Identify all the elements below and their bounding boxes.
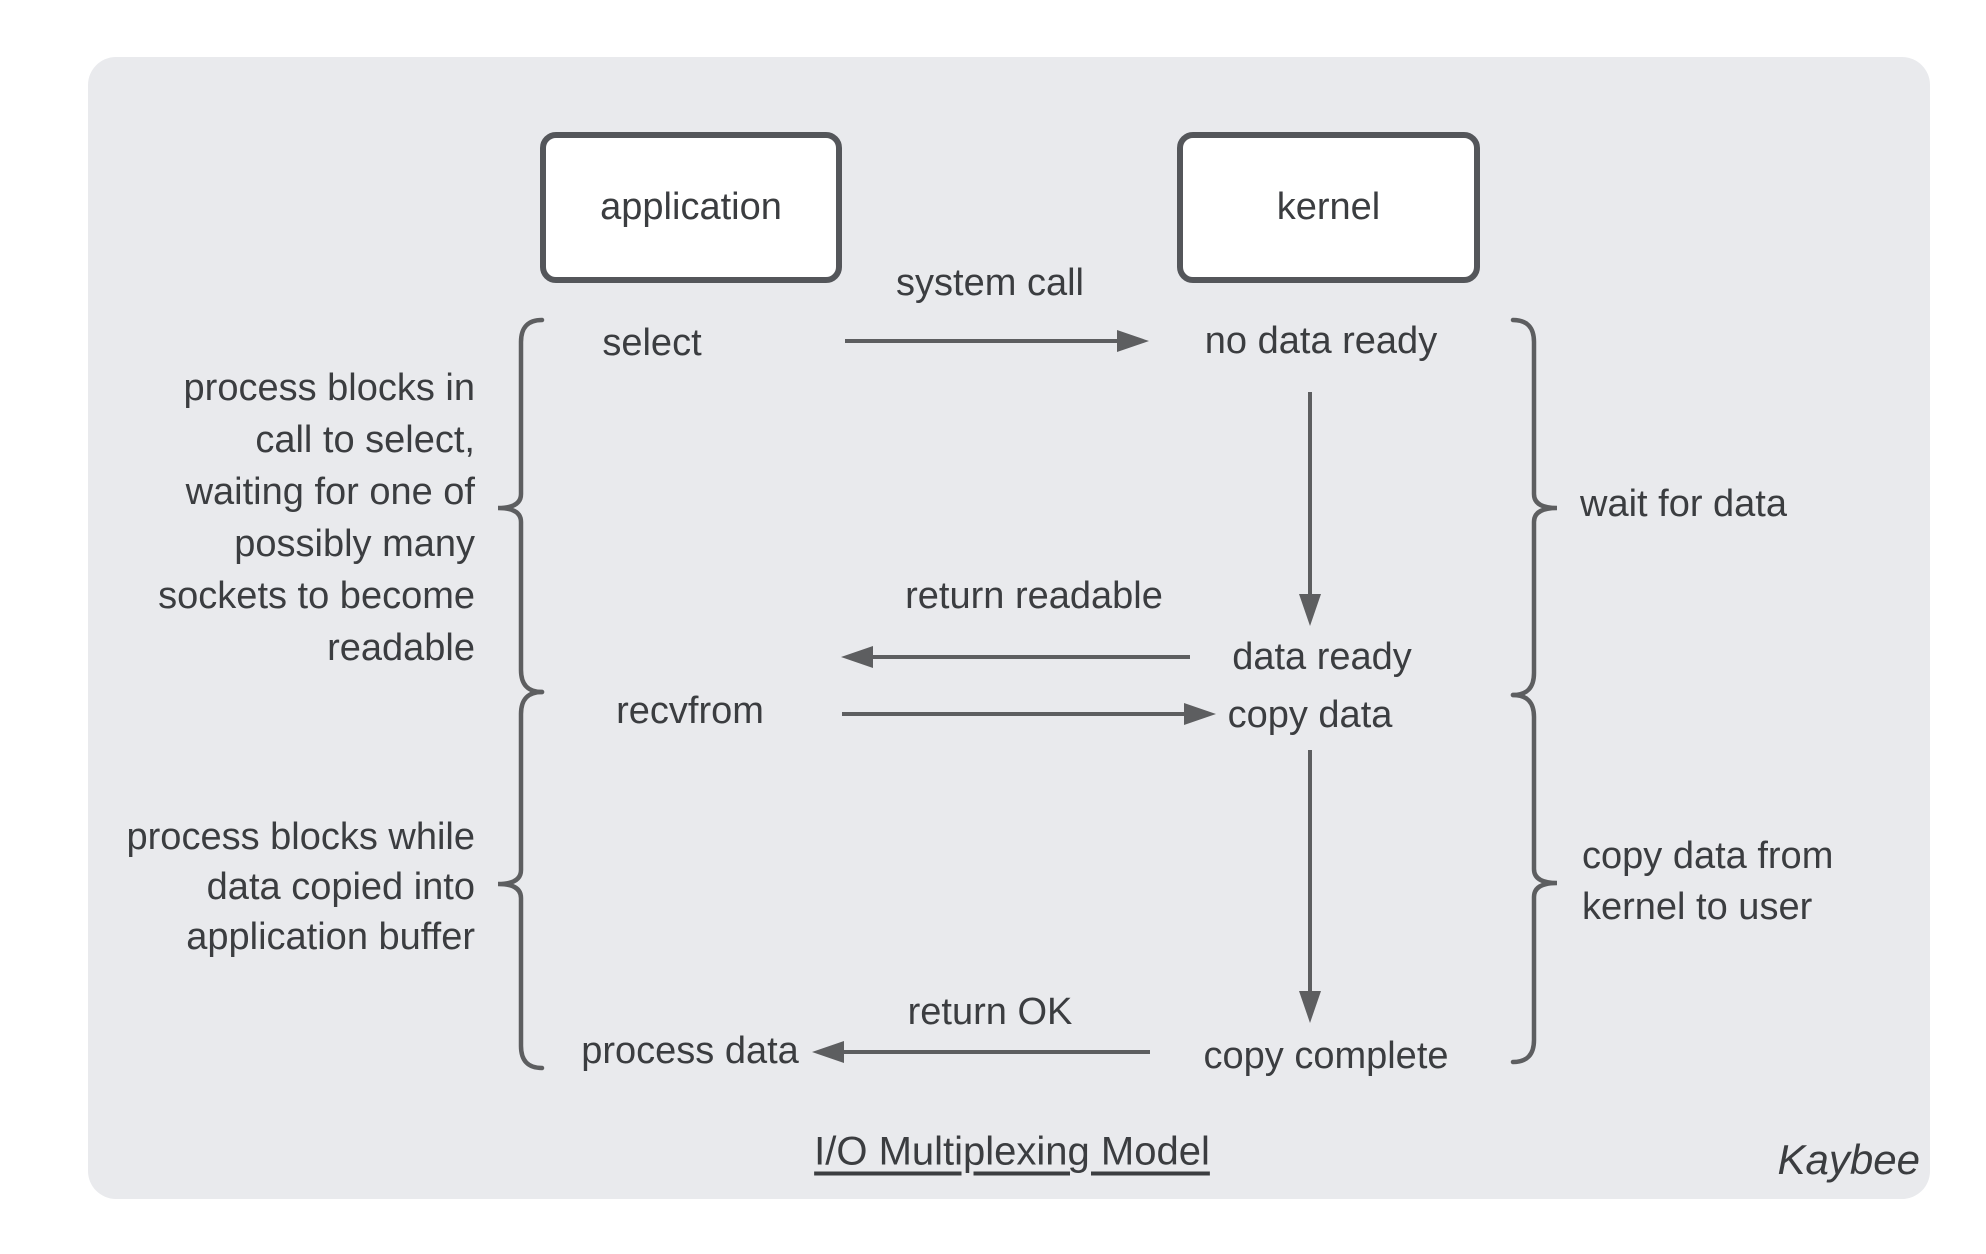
annotation-line: process blocks in: [183, 367, 475, 409]
annotation-line: call to select,: [255, 419, 475, 461]
return-ok-label: return OK: [907, 991, 1073, 1034]
annotation-line: process blocks while: [126, 816, 475, 858]
kernel-box: kernel: [1177, 132, 1480, 283]
kernel-box-label: kernel: [1276, 186, 1381, 228]
annotation-copy-kernel-to-user: copy data from kernel to user: [1582, 831, 1833, 933]
recvfrom-step: recvfrom: [616, 690, 764, 733]
no-data-ready-step: no data ready: [1204, 320, 1438, 363]
annotation-wait-for-data: wait for data: [1580, 483, 1787, 525]
diagram-title: I/O Multiplexing Model: [814, 1129, 1210, 1174]
annotation-line: application buffer: [186, 916, 475, 958]
annotation-line: waiting for one of: [185, 471, 475, 513]
diagram-panel: [88, 57, 1930, 1199]
process-data-step: process data: [581, 1030, 799, 1073]
application-box-label: application: [600, 186, 782, 228]
copy-complete-step: copy complete: [1203, 1035, 1449, 1078]
annotation-line: sockets to become: [158, 575, 475, 617]
annotation-line: kernel to user: [1582, 886, 1813, 928]
annotation-line: data copied into: [206, 866, 475, 908]
return-readable-label: return readable: [905, 575, 1163, 618]
author-credit: Kaybee: [1777, 1136, 1920, 1183]
annotation-process-blocks-select: process blocks in call to select, waitin…: [158, 362, 475, 674]
annotation-line: possibly many: [234, 523, 475, 565]
annotation-line: copy data from: [1582, 835, 1834, 877]
data-ready-step: data ready: [1232, 636, 1412, 679]
copy-data-step: copy data: [1227, 694, 1393, 737]
select-step: select: [602, 322, 702, 365]
annotation-line: readable: [327, 627, 475, 669]
application-box: application: [540, 132, 842, 283]
annotation-process-blocks-copy: process blocks while data copied into ap…: [127, 812, 475, 962]
system-call-label: system call: [896, 262, 1084, 305]
